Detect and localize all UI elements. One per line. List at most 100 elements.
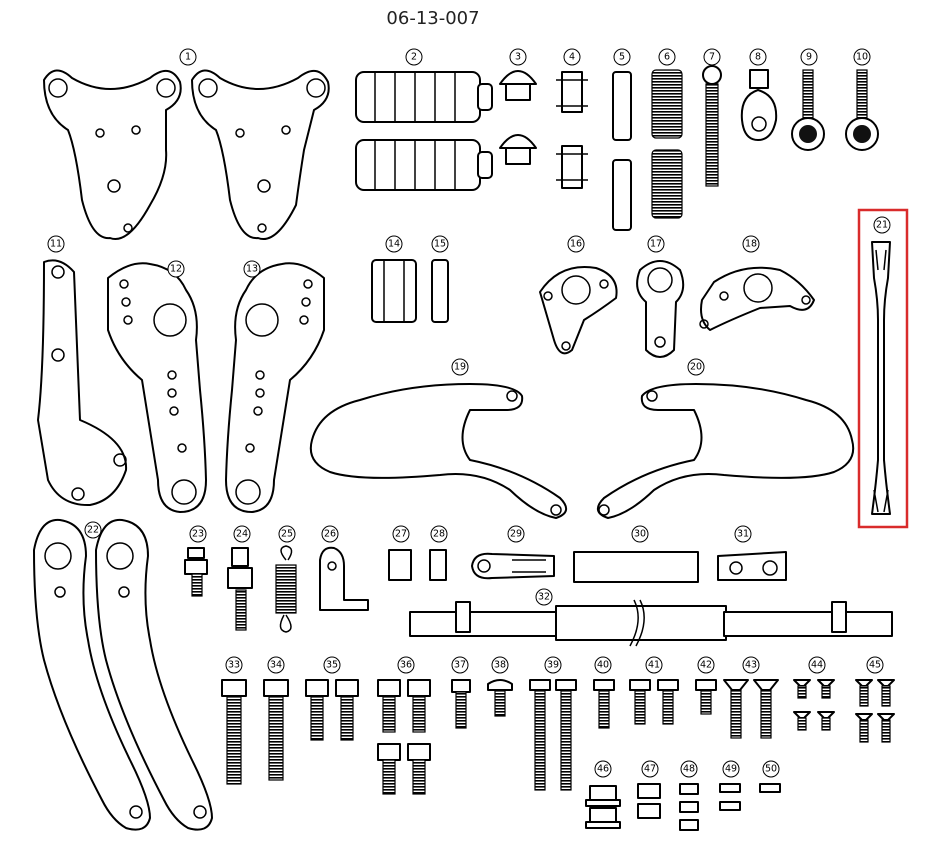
part-label-25: 25 — [278, 525, 296, 543]
part-number-21: 21 — [876, 220, 888, 231]
part-47-nut-pair — [637, 783, 661, 819]
part-32-long-rod — [409, 599, 893, 647]
part-label-50: 50 — [762, 760, 780, 778]
part-5-pin-pair — [612, 71, 632, 231]
part-number-11: 11 — [50, 239, 62, 250]
part-number-1: 1 — [185, 52, 191, 63]
part-number-29: 29 — [510, 529, 522, 540]
part-9-rod-end — [791, 69, 825, 151]
part-10-rod-end — [845, 69, 879, 151]
part-number-40: 40 — [597, 660, 609, 671]
part-label-20: 20 — [687, 358, 705, 376]
part-number-43: 43 — [745, 660, 757, 671]
part-35-bolt-pair — [305, 679, 359, 741]
part-number-13: 13 — [246, 264, 258, 275]
part-label-42: 42 — [697, 656, 715, 674]
part-40-bolt — [593, 679, 615, 729]
part-number-19: 19 — [454, 362, 466, 373]
part-20-heel-guard — [597, 383, 855, 519]
part-label-32: 32 — [535, 588, 553, 606]
part-31-bracket — [717, 551, 787, 581]
part-label-1: 1 — [179, 48, 197, 66]
part-label-6: 6 — [658, 48, 676, 66]
part-label-43: 43 — [742, 656, 760, 674]
part-33-bolt — [221, 679, 247, 785]
part-number-22: 22 — [87, 525, 99, 536]
part-number-34: 34 — [270, 660, 282, 671]
part-number-28: 28 — [433, 529, 445, 540]
part-34-bolt — [263, 679, 289, 781]
part-number-24: 24 — [236, 529, 248, 540]
part-label-7: 7 — [703, 48, 721, 66]
part-12-plate — [107, 262, 207, 513]
part-label-3: 3 — [509, 48, 527, 66]
part-label-2: 2 — [405, 48, 423, 66]
part-label-38: 38 — [491, 656, 509, 674]
part-28-collar — [429, 549, 447, 581]
part-number-45: 45 — [869, 660, 881, 671]
part-41-bolt-pair — [629, 679, 679, 725]
part-1-bracket-pair — [43, 69, 330, 241]
part-number-12: 12 — [170, 264, 182, 275]
part-number-37: 37 — [454, 660, 466, 671]
part-number-49: 49 — [725, 764, 737, 775]
part-43-bolt-pair — [723, 679, 779, 739]
part-number-26: 26 — [324, 529, 336, 540]
part-number-3: 3 — [515, 52, 521, 63]
part-15-washer — [431, 259, 449, 323]
part-label-48: 48 — [680, 760, 698, 778]
part-29-link — [471, 552, 555, 580]
part-label-22: 22 — [84, 521, 102, 539]
part-label-31: 31 — [734, 525, 752, 543]
part-24-stud — [227, 547, 253, 631]
part-label-37: 37 — [451, 656, 469, 674]
part-30-plate — [573, 551, 699, 583]
part-38-bolt — [487, 679, 513, 717]
part-4-collar-pair — [556, 71, 588, 189]
part-number-5: 5 — [619, 52, 625, 63]
part-label-18: 18 — [742, 235, 760, 253]
part-18-bracket — [699, 266, 815, 331]
part-number-35: 35 — [326, 660, 338, 671]
part-19-heel-guard — [309, 383, 567, 519]
part-number-4: 4 — [569, 52, 575, 63]
part-number-48: 48 — [683, 764, 695, 775]
part-37-bolt — [451, 679, 471, 729]
part-16-bracket — [539, 266, 618, 355]
part-number-8: 8 — [755, 52, 761, 63]
part-number-10: 10 — [856, 52, 868, 63]
part-label-36: 36 — [397, 656, 415, 674]
part-label-40: 40 — [594, 656, 612, 674]
part-42-bolt — [695, 679, 717, 715]
part-number-33: 33 — [228, 660, 240, 671]
part-number-15: 15 — [434, 239, 446, 250]
part-label-29: 29 — [507, 525, 525, 543]
part-45-screw-set — [855, 679, 895, 743]
part-23-stud — [184, 547, 208, 597]
part-label-49: 49 — [722, 760, 740, 778]
part-2-footpeg-pair — [355, 71, 493, 191]
part-label-23: 23 — [189, 525, 207, 543]
part-label-47: 47 — [641, 760, 659, 778]
part-label-16: 16 — [567, 235, 585, 253]
part-label-28: 28 — [430, 525, 448, 543]
part-label-15: 15 — [431, 235, 449, 253]
part-48-nut-set — [679, 783, 699, 831]
part-7-bolt — [702, 65, 722, 187]
part-label-46: 46 — [594, 760, 612, 778]
part-50-washer — [759, 783, 781, 793]
part-number-41: 41 — [648, 660, 660, 671]
part-number-23: 23 — [192, 529, 204, 540]
part-22-arm-pair — [33, 518, 213, 831]
part-number-25: 25 — [281, 529, 293, 540]
part-label-9: 9 — [800, 48, 818, 66]
part-label-5: 5 — [613, 48, 631, 66]
part-label-30: 30 — [631, 525, 649, 543]
part-label-12: 12 — [167, 260, 185, 278]
part-6-rubber-pair — [651, 69, 683, 219]
part-label-39: 39 — [544, 656, 562, 674]
part-number-50: 50 — [765, 764, 777, 775]
part-label-21: 21 — [873, 216, 891, 234]
part-27-collar — [388, 549, 412, 581]
